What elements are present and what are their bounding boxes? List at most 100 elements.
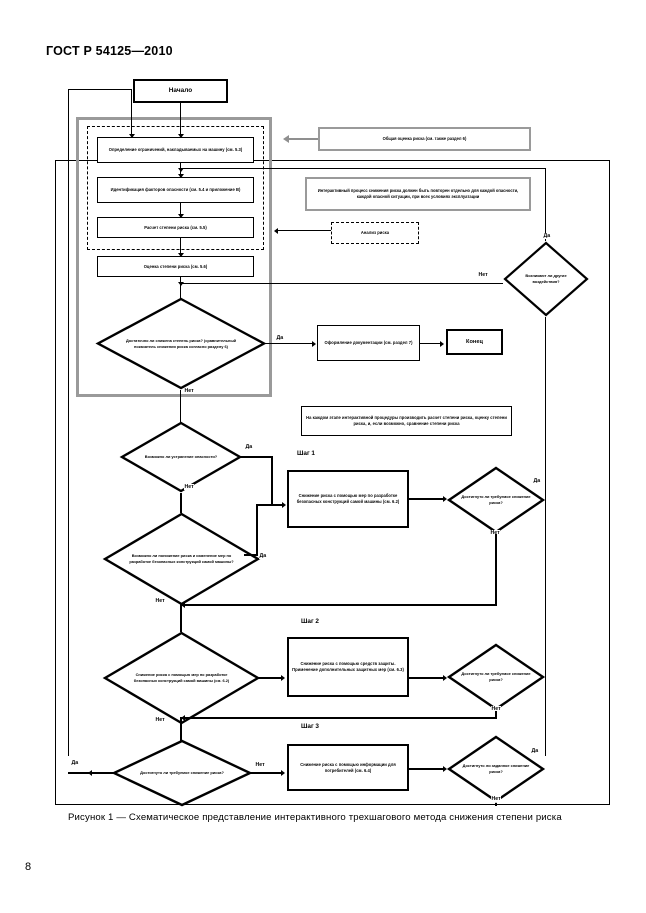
step-2-label: Шаг 2 [301, 618, 319, 625]
link-step1-to-decision [409, 498, 445, 501]
arrow-into-step1 [282, 501, 286, 508]
link-overall-assessment-grey [288, 137, 318, 141]
return-line-other-hazards-top [181, 168, 546, 170]
link-reduce-design-yes-top [256, 504, 273, 507]
edge-label-other-hazards-yes: Да [543, 233, 551, 239]
link-step3-left-to-action [250, 772, 283, 775]
start-to-determine-limits [180, 103, 182, 136]
link-reduce-design-yes-v [256, 506, 259, 556]
edge-label-step1-yes: Да [533, 478, 541, 484]
decision-risk-reduced-enough-shape [95, 297, 267, 390]
spine-decision2-to-decision3 [180, 493, 183, 513]
node-estimate-risk-label: Расчет степени риска (см. 5.5) [144, 224, 207, 230]
left-return-rail-vertical [68, 89, 70, 756]
edge-label-step2-left-no: Нет [155, 717, 166, 723]
arrow-into-step1-decision [443, 495, 447, 502]
link-remove-hazard-yes-h [240, 456, 273, 459]
decision-step2-reduced-shape [446, 643, 546, 711]
decision-step2-left-shape [102, 631, 261, 725]
step-1-label: Шаг 1 [297, 450, 315, 457]
link-remove-hazard-yes-v [271, 456, 274, 506]
link-step2-left-to-action [258, 677, 283, 680]
node-start-label: Начало [168, 87, 193, 95]
spine-to-step2-decision [180, 604, 183, 632]
arrow-risk-analysis-to-estimate [274, 227, 278, 234]
decision-can-remove-hazard: Возможно ли устранение опасности? [119, 421, 243, 493]
arrow-into-final-decision [443, 765, 447, 772]
edge-label-other-hazards-no: Нет [478, 272, 489, 278]
node-identify-hazards-label: Идентификация факторов опасности (см. 5.… [110, 187, 241, 193]
link-decision1-to-documentation [264, 343, 314, 345]
note-risk-analysis-label: Анализ риска [360, 230, 390, 236]
link-reduce-design-yes-h [244, 554, 258, 557]
decision-other-hazards-shape [503, 241, 589, 317]
arrow-into-documentation [312, 340, 316, 347]
link-step3-to-final-decision [409, 768, 445, 771]
spine-to-step3-decision [180, 717, 183, 742]
edge-label-final-yes: Да [531, 748, 539, 754]
arrow-into-step2-action [281, 674, 285, 681]
arrow-overall-assessment-grey [283, 134, 289, 143]
node-documentation-label: Оформление документации (см. раздел 7) [324, 340, 413, 346]
risk-assessment-grey-frame [76, 117, 272, 397]
note-overall-assessment: Общая оценка риска (см. также раздел 6) [318, 127, 531, 151]
node-identify-hazards: Идентификация факторов опасности (см. 5.… [97, 177, 254, 203]
edge-label-risk-reduced-no: Нет [184, 388, 195, 394]
edge-label-risk-reduced-yes: Да [276, 335, 284, 341]
link-step2-no-v [495, 711, 498, 719]
link-documentation-to-end [420, 343, 442, 345]
node-evaluate-risk: Оценка степени риска (см. 5.6) [97, 256, 254, 277]
risk-analysis-dashed-frame [87, 126, 264, 250]
return-line-other-hazards-vertical [545, 168, 547, 241]
link-hazards-to-estimate [180, 203, 182, 217]
decision-step3-final-shape [446, 735, 546, 803]
link-step3-yes-to-rail [68, 772, 116, 775]
arrow-into-determine-limits [177, 134, 184, 138]
arrow-into-identify-hazards [177, 174, 184, 178]
note-each-stage-label: На каждом этапе интерактивной процедуры … [306, 415, 507, 426]
link-estimate-to-evaluate [180, 238, 182, 256]
edge-label-reduce-design-no: Нет [155, 598, 166, 604]
edge-label-step2-no: Нет [491, 706, 502, 712]
decision-other-hazards: Возникают ли другие воздействия? [503, 241, 589, 317]
node-step3-action-label: Снижение риска с помощью информации для … [300, 761, 396, 773]
decision-step3-left-shape [111, 739, 253, 807]
node-determine-limits-label: Определение ограничений, накладываемых н… [108, 147, 243, 153]
node-step1-action: Снижение риска с помощью мер по разработ… [287, 470, 409, 528]
edge-label-final-no: Нет [491, 796, 502, 802]
link-step2-to-decision [409, 677, 445, 680]
note-iterative-process: Интерактивный процесс снижения риска дол… [305, 177, 531, 211]
node-evaluate-risk-label: Оценка степени риска (см. 5.6) [143, 263, 208, 269]
decision-can-remove-hazard-shape [119, 421, 243, 493]
left-return-rail-top [68, 89, 132, 91]
node-estimate-risk: Расчет степени риска (см. 5.5) [97, 217, 254, 238]
return-line-no-other-hazards [181, 283, 503, 285]
arrow-step3-yes-to-rail [88, 769, 92, 776]
decision-step2-reduced: Достигнуто ли требуемое снижение риска? [446, 643, 546, 711]
edge-label-step3-left-yes: Да [71, 760, 79, 766]
arrow-step2-no-to-spine [181, 714, 185, 721]
edge-label-remove-hazard-no: Нет [184, 484, 195, 490]
decision-risk-reduced-enough: Достаточно ли снижена степень риска? (ср… [95, 297, 267, 390]
arrow-into-step3-action [281, 769, 285, 776]
link-step2-no-h [181, 717, 497, 720]
arrow-into-evaluate-risk [177, 253, 184, 257]
node-end-label: Конец [465, 338, 483, 345]
note-iterative-process-label: Интерактивный процесс снижения риска дол… [317, 187, 519, 199]
edge-label-step1-no: Нет [490, 530, 501, 536]
decision-step1-reduced-shape [446, 466, 546, 534]
standard-header: ГОСТ Р 54125—2010 [46, 44, 173, 58]
note-risk-analysis: Анализ риска [331, 222, 419, 244]
link-final-no-v [495, 803, 498, 806]
arrow-into-determine-limits-left [128, 134, 135, 138]
decision-step2-left: Снижение риска с помощью мер по разработ… [102, 631, 261, 725]
page-number: 8 [25, 861, 32, 873]
node-step2-action-label: Снижение риска с помощью средств защиты.… [292, 661, 404, 672]
figure-caption: Рисунок 1 — Схематическое представление … [68, 812, 562, 823]
node-step1-action-label: Снижение риска с помощью мер по разработ… [296, 493, 400, 504]
node-determine-limits: Определение ограничений, накладываемых н… [97, 137, 254, 163]
node-step2-action: Снижение риска с помощью средств защиты.… [287, 637, 409, 697]
link-step1-no-v [495, 534, 498, 606]
link-remove-hazard-yes-h2 [271, 504, 284, 507]
